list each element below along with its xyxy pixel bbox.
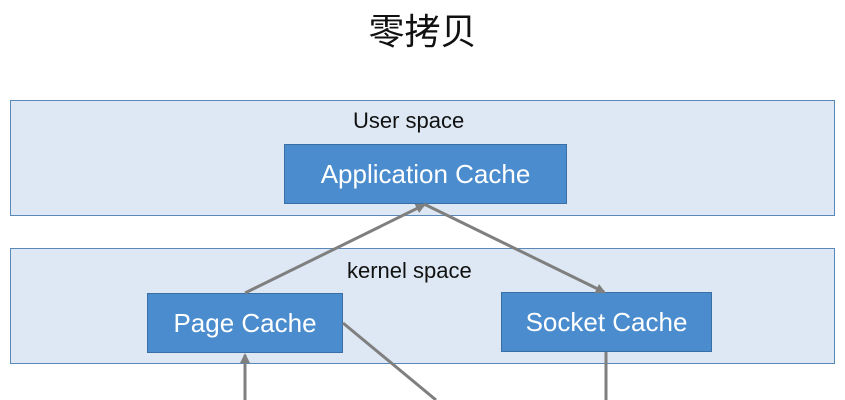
socket-cache-box: Socket Cache <box>501 292 712 352</box>
application-cache-box: Application Cache <box>284 144 567 204</box>
diagram-title: 零拷贝 <box>368 12 477 53</box>
page-cache-box: Page Cache <box>147 293 343 353</box>
line-page-cache-out <box>342 321 437 400</box>
kernel-space-label: kernel space <box>347 258 472 283</box>
user-space-label: User space <box>353 108 465 133</box>
arrow-page-to-application <box>244 203 426 295</box>
arrow-application-to-socket <box>423 202 606 294</box>
